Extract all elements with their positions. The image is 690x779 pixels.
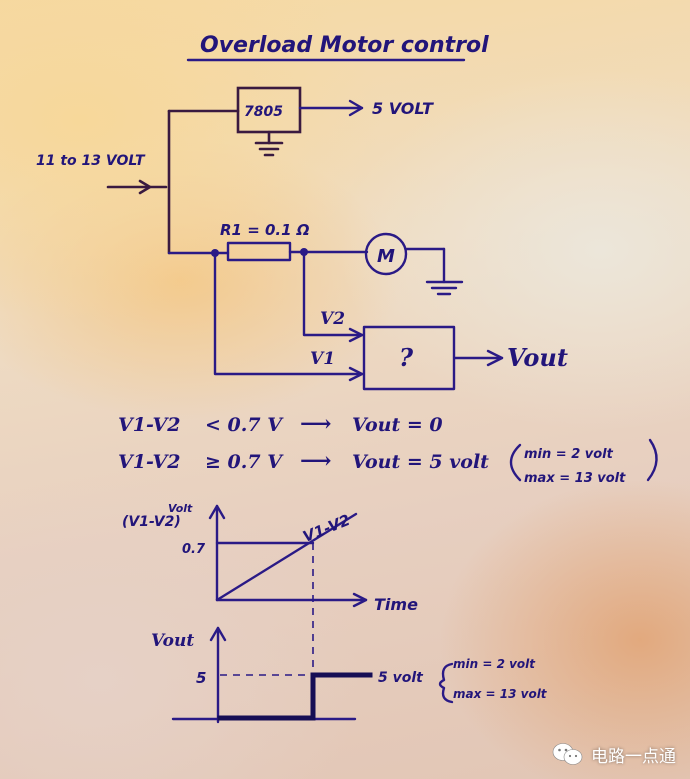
- svg-text:Vout = 5 volt: Vout = 5 volt: [352, 451, 489, 473]
- svg-text:Volt: Volt: [168, 502, 193, 515]
- watermark-text: 电路一点通: [591, 746, 676, 767]
- input-voltage-label: 11 to 13 VOLT: [36, 153, 146, 169]
- condition-note-max: max = 13 volt: [524, 471, 626, 486]
- svg-text:⟶: ⟶: [300, 411, 332, 437]
- svg-text:min = 2 volt: min = 2 volt: [453, 657, 536, 671]
- svg-text:V1-V2: V1-V2: [118, 414, 180, 436]
- vout-label: Vout: [507, 343, 568, 372]
- svg-text:≥ 0.7 V: ≥ 0.7 V: [205, 451, 284, 473]
- svg-text:?: ?: [399, 343, 414, 372]
- svg-text:5 volt: 5 volt: [378, 670, 424, 686]
- svg-text:V1-V2: V1-V2: [300, 511, 352, 546]
- v2-label: V2: [320, 309, 345, 329]
- resistor-label: R1 = 0.1 Ω: [220, 221, 310, 239]
- svg-text:M: M: [377, 246, 395, 267]
- wechat-icon: [551, 741, 585, 767]
- condition-2: V1-V2 ≥ 0.7 V ⟶ Vout = 5 volt: [118, 448, 489, 474]
- svg-text:V1-V2: V1-V2: [118, 451, 180, 473]
- svg-text:< 0.7 V: < 0.7 V: [205, 414, 284, 436]
- condition-1: V1-V2 < 0.7 V ⟶ Vout = 0: [118, 411, 443, 437]
- motor-ground-icon: [425, 280, 464, 296]
- input-arrow: [106, 179, 168, 195]
- condition-note-bracket-right: [646, 438, 658, 482]
- svg-text:max = 13 volt: max = 13 volt: [453, 687, 548, 701]
- regulator-ground-icon: [254, 130, 284, 157]
- v1-wire: [213, 251, 364, 376]
- svg-text:(V1-V2): (V1-V2): [122, 514, 181, 530]
- resistor-r1: [226, 241, 292, 262]
- svg-text:5: 5: [196, 669, 206, 687]
- condition-note-bracket-left: [509, 443, 522, 482]
- svg-text:Vout = 0: Vout = 0: [352, 414, 443, 436]
- diagram-title: Overload Motor control: [200, 33, 489, 58]
- regulator-output-arrow: [298, 99, 364, 117]
- svg-text:Time: Time: [374, 595, 418, 614]
- svg-text:Vout: Vout: [151, 631, 194, 651]
- regulator-7805: 7805: [236, 86, 302, 134]
- motor-icon: M: [364, 232, 408, 276]
- vout-arrow: [453, 349, 504, 367]
- svg-text:7805: 7805: [244, 104, 283, 120]
- svg-text:0.7: 0.7: [182, 542, 206, 557]
- v1-label: V1: [310, 349, 335, 369]
- watermark: 电路一点通: [551, 741, 676, 767]
- comparator-block: ?: [362, 325, 456, 391]
- v2-wire: [302, 250, 364, 337]
- graph-vout: Vout 5 5 volt min = 2 volt max = 13 volt: [151, 626, 548, 724]
- condition-note-min: min = 2 volt: [524, 447, 614, 462]
- svg-text:⟶: ⟶: [300, 448, 332, 474]
- regulator-output-label: 5 VOLT: [372, 99, 434, 118]
